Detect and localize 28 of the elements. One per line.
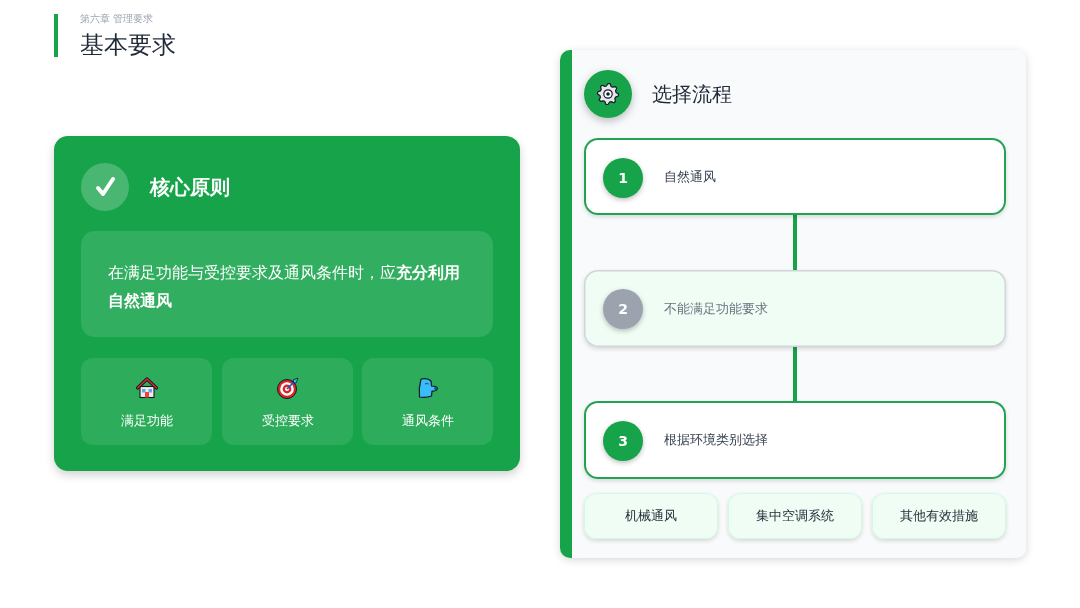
feature-tile bbox=[362, 358, 493, 445]
tile-label: 受控要求 bbox=[260, 412, 315, 430]
step-label: 不能满足功能要求 bbox=[664, 299, 768, 318]
principle-text: 在满足功能与受控要求及通风条件时，应充分利用自然通风 bbox=[108, 262, 461, 312]
principle-box bbox=[81, 231, 493, 337]
option-card: 集中空调系统 bbox=[728, 493, 862, 539]
step-label: 根据环境类别选择 bbox=[664, 431, 768, 449]
step-box bbox=[584, 401, 1006, 479]
connector-line bbox=[793, 215, 797, 270]
option-card: 其他有效措施 bbox=[872, 493, 1006, 539]
option-card: 机械通风 bbox=[584, 493, 718, 539]
tile-label: 通风条件 bbox=[400, 412, 455, 430]
feature-tile bbox=[81, 358, 212, 445]
step-box bbox=[584, 138, 1006, 215]
feature-tile bbox=[222, 358, 353, 445]
step-number-badge: 3 bbox=[603, 421, 643, 461]
step-number-badge: 2 bbox=[603, 289, 643, 329]
process-panel bbox=[560, 50, 1026, 558]
connector-line bbox=[793, 347, 797, 401]
chapter-label: 第六章 管理要求 bbox=[80, 11, 154, 25]
page-title: 基本要求 bbox=[80, 30, 176, 61]
card-heading: 核心原则 bbox=[150, 174, 230, 201]
step-number-badge: 1 bbox=[603, 158, 643, 198]
principle-card bbox=[54, 136, 520, 471]
step-box bbox=[584, 270, 1006, 347]
tile-label: 满足功能 bbox=[119, 412, 174, 430]
step-label: 自然通风 bbox=[664, 167, 716, 186]
panel-heading: 选择流程 bbox=[652, 81, 732, 108]
